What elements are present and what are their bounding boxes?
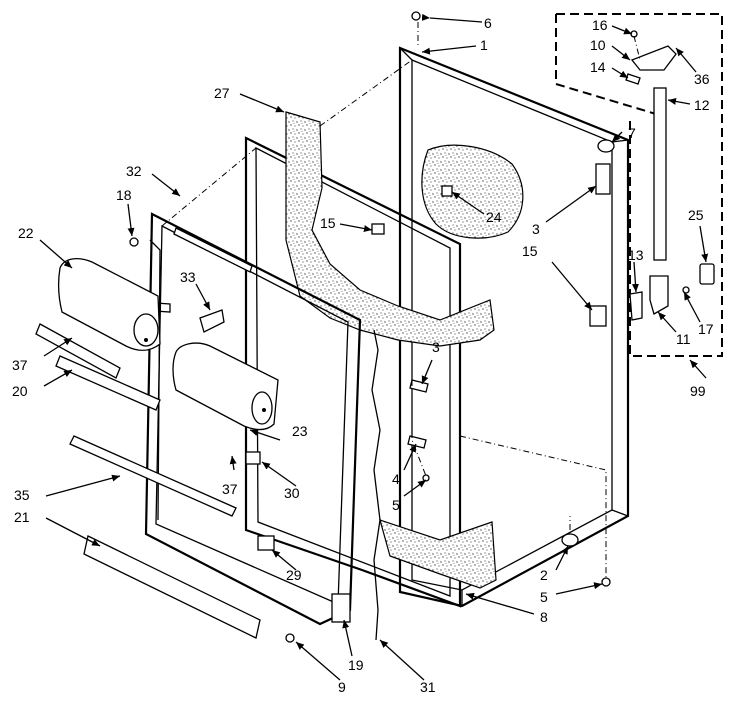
callout-6: 6 bbox=[484, 15, 492, 31]
callout-37-upper: 37 bbox=[12, 357, 28, 373]
callout-15-upper: 15 bbox=[320, 215, 336, 231]
callout-19: 19 bbox=[348, 657, 364, 673]
callout-36: 36 bbox=[694, 71, 710, 87]
callout-30: 30 bbox=[284, 485, 300, 501]
callout-99: 99 bbox=[690, 383, 706, 399]
callout-labels: 1 6 16 10 14 36 12 7 27 32 18 22 15 24 3… bbox=[12, 15, 714, 695]
callout-5-center: 5 bbox=[392, 497, 400, 513]
callout-20: 20 bbox=[12, 383, 28, 399]
hardware bbox=[129, 11, 690, 643]
callout-35: 35 bbox=[14, 487, 30, 503]
hinge-kit-box bbox=[555, 13, 723, 357]
callout-25: 25 bbox=[688, 207, 704, 223]
door-liner-frame bbox=[244, 111, 497, 608]
callout-22: 22 bbox=[18, 225, 34, 241]
upper-bin bbox=[58, 257, 161, 351]
callout-31: 31 bbox=[420, 679, 436, 695]
callout-32: 32 bbox=[126, 163, 142, 179]
callout-37-lower: 37 bbox=[222, 481, 238, 497]
callout-14: 14 bbox=[590, 59, 606, 75]
middle-bin bbox=[172, 342, 279, 431]
callout-8: 8 bbox=[540, 609, 548, 625]
assembly-lines bbox=[161, 22, 641, 578]
callout-4: 4 bbox=[392, 471, 400, 487]
callout-13: 13 bbox=[628, 247, 644, 263]
callout-3-center: 3 bbox=[432, 339, 440, 355]
callout-12: 12 bbox=[694, 97, 710, 113]
outer-door-panel bbox=[398, 46, 630, 608]
callout-27: 27 bbox=[214, 85, 230, 101]
callout-7: 7 bbox=[628, 125, 636, 141]
callout-21: 21 bbox=[14, 509, 30, 525]
callout-3-right: 3 bbox=[532, 221, 540, 237]
callout-29: 29 bbox=[286, 567, 302, 583]
callout-33: 33 bbox=[180, 269, 196, 285]
shelf-rails bbox=[35, 227, 261, 639]
callout-2: 2 bbox=[540, 567, 548, 583]
callout-11: 11 bbox=[676, 331, 691, 347]
callout-16: 16 bbox=[592, 17, 608, 33]
callout-17: 17 bbox=[698, 321, 714, 337]
callout-24: 24 bbox=[486, 209, 502, 225]
callout-23: 23 bbox=[292, 423, 308, 439]
callout-9: 9 bbox=[338, 679, 346, 695]
callout-5-lower: 5 bbox=[540, 589, 548, 605]
callout-18: 18 bbox=[116, 187, 132, 203]
callout-10: 10 bbox=[590, 37, 606, 53]
callout-15-right: 15 bbox=[522, 243, 538, 259]
callout-1: 1 bbox=[480, 37, 488, 53]
leader-lines bbox=[39, 13, 709, 681]
